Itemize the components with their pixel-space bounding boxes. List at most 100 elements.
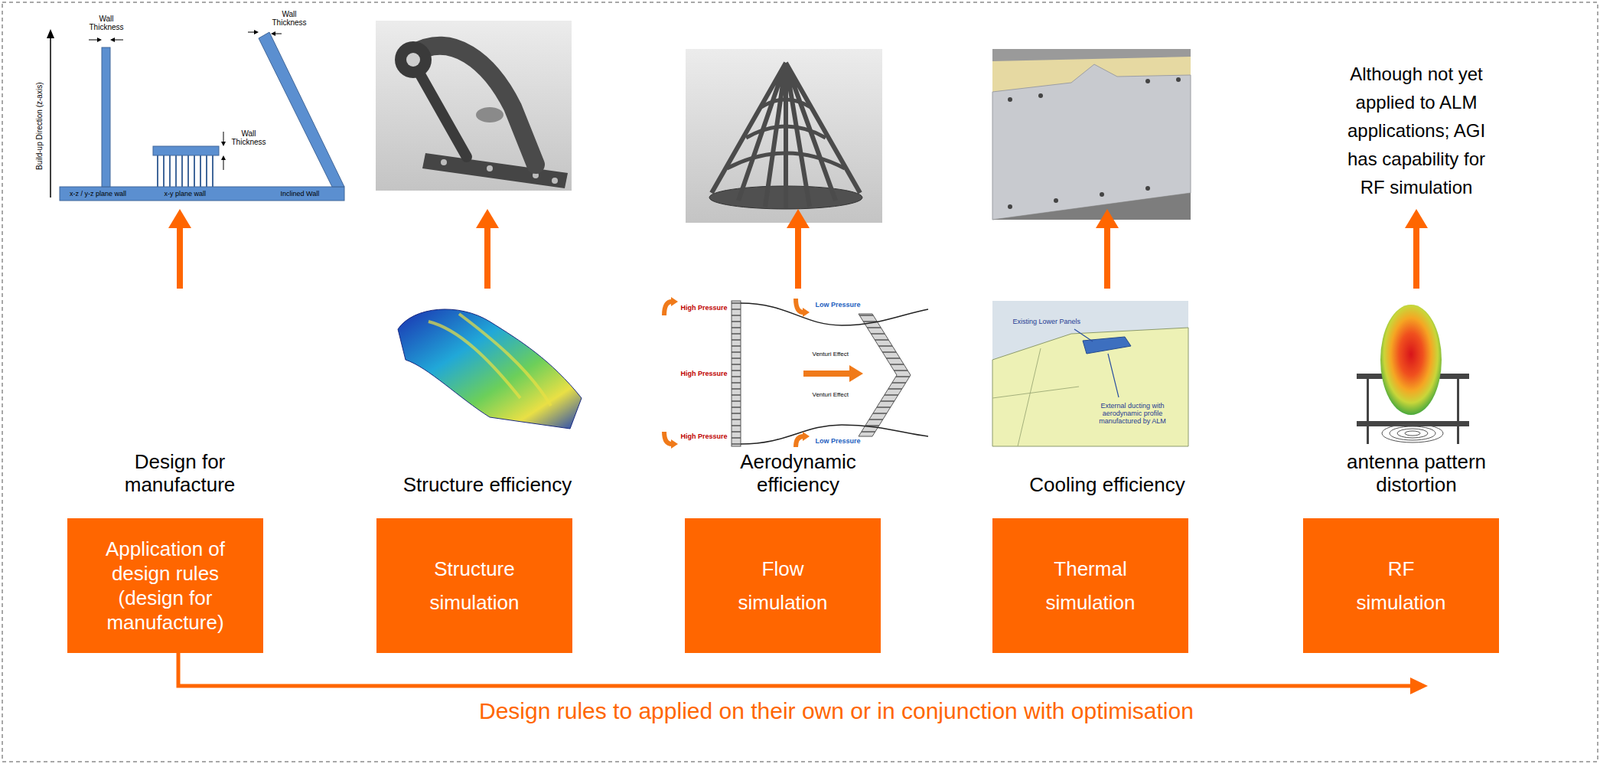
antenna-pattern xyxy=(1356,304,1470,444)
process-box: Flow simulation xyxy=(684,518,881,653)
up-arrow-part xyxy=(168,208,192,229)
caption: Design for manufacture xyxy=(87,449,272,496)
panel-photo-part xyxy=(992,48,1191,62)
thermal-model-part xyxy=(1074,329,1119,398)
up-arrow-part xyxy=(475,208,499,229)
process-box: Thermal simulation xyxy=(992,518,1189,653)
up-arrow-part xyxy=(786,208,810,229)
venturi-diagram-part xyxy=(671,296,678,307)
build-direction-diagram-part xyxy=(110,37,115,43)
thermal-model-part xyxy=(992,300,1189,447)
build-direction-diagram-part xyxy=(247,32,282,34)
up-arrow-part xyxy=(176,227,183,289)
build-direction-diagram-part xyxy=(59,186,345,201)
venturi-diagram xyxy=(664,296,929,449)
axis-label: Build-up Direction (z-axis) xyxy=(35,82,45,170)
panel-photo-part xyxy=(1038,93,1043,98)
antenna-pattern-part xyxy=(1456,373,1460,444)
panel-photo-part xyxy=(1007,204,1013,209)
pressure-label: High Pressure xyxy=(681,369,728,378)
flow-arrow-part xyxy=(1410,677,1428,695)
pressure-label: High Pressure xyxy=(681,432,728,440)
caption: Structure efficiency xyxy=(395,472,580,496)
build-direction-diagram-part xyxy=(101,47,111,187)
build-direction-diagram-part xyxy=(221,141,226,147)
flow-label: Design rules to applied on their own or … xyxy=(479,697,1194,725)
venturi-diagram-part xyxy=(802,307,810,317)
build-direction-diagram-part xyxy=(46,29,55,39)
lattice-cone-photo-part xyxy=(711,62,861,209)
up-arrow-part xyxy=(795,227,802,289)
callout-label: External ducting with aerodynamic profil… xyxy=(1090,401,1175,426)
panel-photo-part xyxy=(1053,198,1059,203)
stress-plot xyxy=(397,309,582,429)
stress-plot-part xyxy=(428,313,551,406)
antenna-pattern-part xyxy=(1366,373,1369,444)
up-arrow-part xyxy=(1095,208,1119,229)
box-text: Flow simulation xyxy=(717,551,848,620)
build-direction-diagram-part xyxy=(223,131,225,170)
box-text: RF simulation xyxy=(1347,551,1455,620)
thermal-model-part xyxy=(992,327,1189,447)
panel-photo-part xyxy=(992,48,1191,220)
up-arrow-part xyxy=(1413,227,1420,289)
build-direction-diagram-part xyxy=(97,37,102,43)
bracket-photo-part xyxy=(417,68,467,157)
flow-arrow xyxy=(178,652,1428,695)
box-text: Structure simulation xyxy=(392,551,558,620)
pressure-label: Low Pressure xyxy=(815,300,861,309)
venturi-diagram-part xyxy=(671,439,678,449)
bracket-photo-part xyxy=(551,177,558,184)
box-text: Application of design rules (design for … xyxy=(83,536,248,635)
up-arrow-part xyxy=(1104,227,1111,289)
bracket-photo-part xyxy=(486,165,493,172)
thermal-model xyxy=(992,300,1189,447)
dimension-label: Wall Thickness xyxy=(266,9,313,28)
venturi-diagram-part xyxy=(795,298,804,313)
bracket-photo-part xyxy=(394,41,432,79)
build-direction-diagram-part xyxy=(157,155,213,187)
build-direction-diagram-part xyxy=(221,155,226,160)
antenna-pattern-part xyxy=(1380,304,1442,415)
bracket-photo-part xyxy=(440,159,447,166)
panel-photo xyxy=(992,48,1191,220)
wall-label: x-z / y-z plane wall xyxy=(69,189,127,198)
antenna-pattern-part xyxy=(1356,420,1470,427)
dimension-label: Wall Thickness xyxy=(225,129,272,147)
stress-plot-part xyxy=(397,309,582,429)
note: Although not yet applied to ALM applicat… xyxy=(1342,59,1492,202)
process-box: RF simulation xyxy=(1303,518,1499,653)
build-direction-diagram-part xyxy=(49,36,52,198)
thermal-model-part xyxy=(992,348,1079,447)
panel-photo-part xyxy=(1176,77,1181,82)
lattice-cone-photo-part xyxy=(685,48,883,223)
venturi-diagram-part xyxy=(731,300,741,447)
up-arrow-part xyxy=(484,227,491,289)
effect-label: Venturi Effect xyxy=(812,391,849,398)
build-direction-diagram-part xyxy=(88,39,124,41)
venturi-diagram-part xyxy=(664,301,672,316)
process-box: Application of design rules (design for … xyxy=(67,518,264,653)
up-arrow-part xyxy=(1404,208,1428,229)
venturi-diagram-part xyxy=(849,364,864,382)
wall-label: Inclined Wall xyxy=(280,189,320,198)
panel-photo-part xyxy=(1145,78,1151,84)
build-direction-diagram-part xyxy=(153,146,219,156)
caption: Aerodynamic efficiency xyxy=(706,449,890,496)
process-box: Structure simulation xyxy=(376,518,573,653)
caption: antenna pattern distortion xyxy=(1324,449,1509,496)
pressure-label: High Pressure xyxy=(681,303,728,312)
antenna-pattern-part xyxy=(1389,426,1436,440)
bracket-photo-part xyxy=(413,45,536,165)
flow-arrow-part xyxy=(178,652,1413,686)
bracket-photo-part xyxy=(375,20,572,191)
bracket-photo-part xyxy=(475,107,504,123)
lattice-cone-photo xyxy=(685,48,883,223)
dimension-label: Wall Thickness xyxy=(83,14,130,33)
bracket-photo-part xyxy=(406,52,421,67)
panel-photo-part xyxy=(992,64,1191,220)
bracket-photo-part xyxy=(422,153,568,189)
wall-label: x-y plane wall xyxy=(164,189,207,198)
